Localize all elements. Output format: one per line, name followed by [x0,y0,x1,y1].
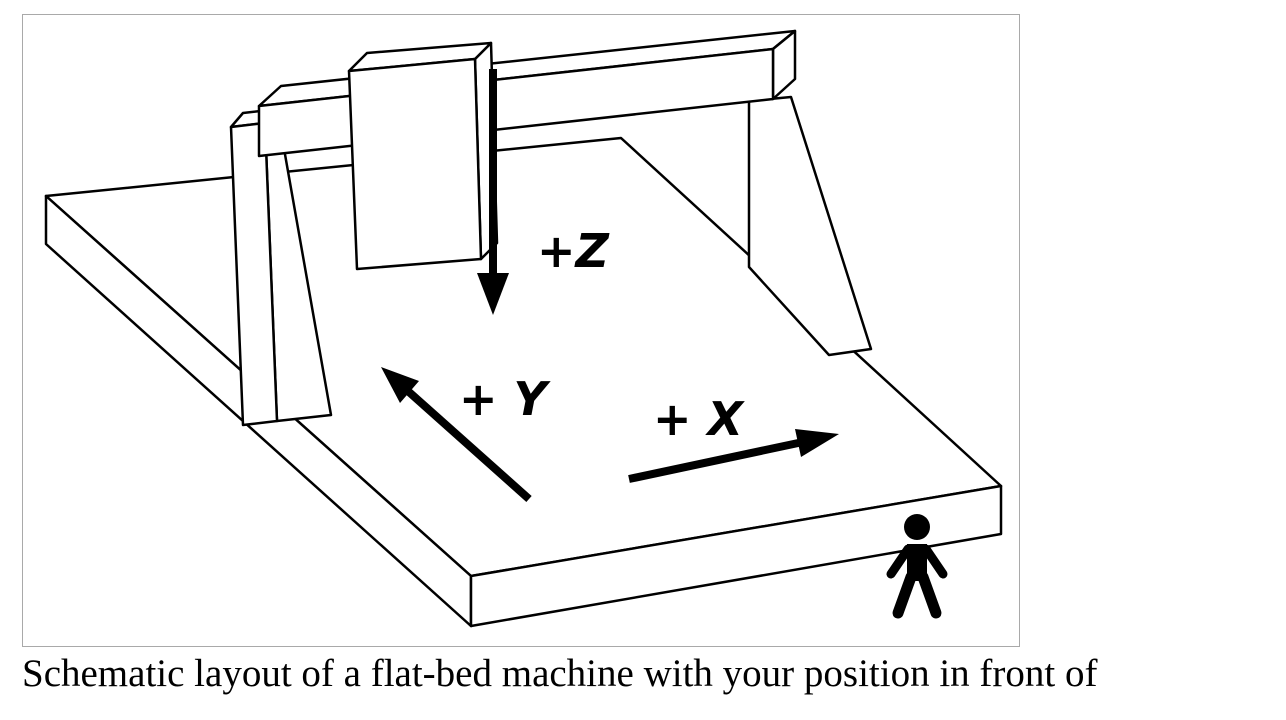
spindle-head [347,41,499,271]
left-support [229,107,333,427]
spindle-front-face [347,57,483,271]
machine-diagram: +Z + Y + X [44,29,1003,628]
y-axis-arrow [381,367,532,502]
left-support-front-face [229,121,279,427]
bed-front-face [469,484,1003,628]
right-support-face [747,95,873,357]
right-support [747,95,873,357]
x-axis-arrow [628,429,839,483]
gantry-beam [257,29,797,158]
y-axis-label: + Y [459,372,552,426]
z-axis-arrow [477,69,509,315]
figure-panel: +Z + Y + X [22,14,1020,647]
x-axis-label: + X [653,392,746,446]
z-axis-label: +Z [537,224,611,278]
axis-arrows [381,69,839,502]
figure-caption: Schematic layout of a flat-bed machine w… [22,652,1098,695]
person-silhouette-icon [886,514,948,619]
